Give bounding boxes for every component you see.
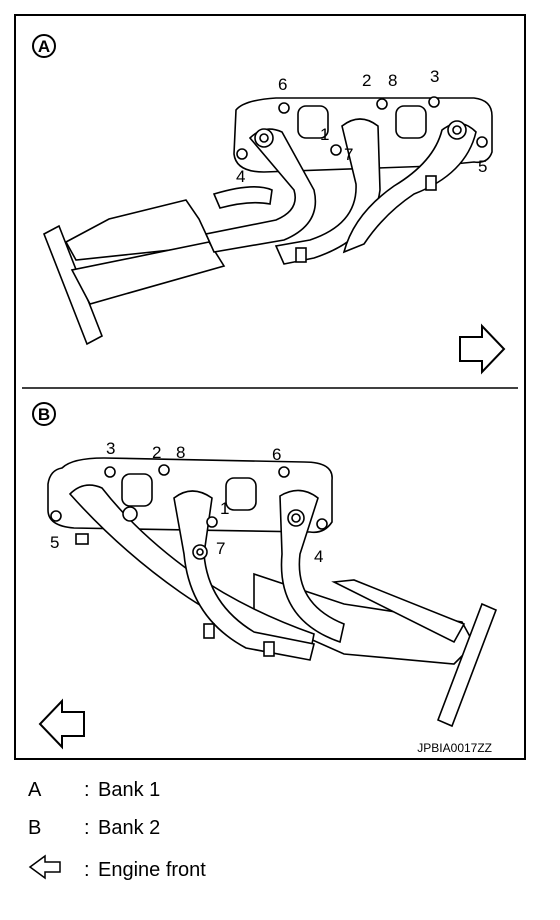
panel-b-badge-letter: B [38, 405, 50, 424]
bolt-label: 2 [362, 71, 371, 90]
panel-a-badge: A [32, 34, 56, 58]
legend: A : Bank 1 B : Bank 2 : Engine front [28, 778, 528, 892]
bolt-label: 6 [272, 445, 281, 464]
bolt-label: 7 [216, 539, 225, 558]
panel-a-outlet-flange [42, 224, 104, 346]
panel-b-runner [68, 484, 315, 656]
engine-front-arrow-left-icon [38, 698, 85, 750]
bolt-label: 3 [106, 439, 115, 458]
bolt-hole [158, 464, 170, 476]
panel-a-bolt-holes [236, 96, 488, 160]
panel-b-outlet-flange [436, 602, 498, 728]
legend-arrow [28, 854, 78, 886]
panel-b-runner [279, 489, 345, 644]
panel-a-runner [342, 122, 477, 254]
reference-code: JPBIA0017ZZ [417, 741, 492, 755]
legend-text: Bank 1 [98, 779, 161, 801]
engine-front-arrow-right-icon [459, 323, 506, 375]
panel-a-bolt-labels: 6 2 8 3 1 7 4 5 [236, 67, 487, 186]
legend-text: Bank 2 [98, 817, 161, 839]
legend-key: B [28, 817, 42, 839]
panel-a-manifold [42, 97, 493, 346]
bolt-label: 2 [152, 443, 161, 462]
bolt-label: 1 [220, 499, 229, 518]
bolt-hole [376, 98, 388, 110]
bolt-hole [476, 136, 488, 148]
legend-separator: : [84, 817, 90, 839]
bolt-label: 3 [430, 67, 439, 86]
bolt-hole [316, 518, 328, 530]
figure-frame [14, 14, 526, 760]
bolt-label: 8 [176, 443, 185, 462]
bolt-label: 6 [278, 75, 287, 94]
panel-b: B [32, 402, 498, 755]
bolt-label: 4 [314, 547, 323, 566]
panel-b-badge: B [32, 402, 56, 426]
bolt-hole [236, 148, 248, 160]
legend-text: Engine front [98, 859, 206, 881]
legend-item-bank-1: A : Bank 1 [28, 778, 528, 816]
panel-a-badge-letter: A [38, 37, 50, 56]
bolt-hole [206, 516, 218, 528]
bolt-label: 7 [344, 145, 353, 164]
panel-b-bolt-holes [50, 464, 328, 530]
legend-separator: : [84, 779, 90, 801]
bolt-hole [278, 102, 290, 114]
legend-key: A [28, 779, 42, 801]
legend-separator: : [84, 859, 90, 881]
panel-b-bolt-labels: 3 2 8 6 1 7 5 4 [50, 439, 323, 566]
legend-item-engine-front: : Engine front [28, 854, 528, 892]
arrow-outline-left-icon [28, 854, 61, 880]
bolt-label: 8 [388, 71, 397, 90]
panel-a: A [32, 34, 506, 375]
bolt-hole [428, 96, 440, 108]
bolt-hole [330, 144, 342, 156]
bolt-label: 4 [236, 167, 245, 186]
bolt-label: 5 [478, 157, 487, 176]
bolt-hole [104, 466, 116, 478]
exhaust-manifold-diagram: A [14, 14, 526, 760]
panel-b-runner [173, 490, 315, 661]
panel-a-runner [204, 128, 317, 253]
bolt-label: 1 [320, 125, 329, 144]
bolt-label: 5 [50, 533, 59, 552]
bolt-hole [50, 510, 62, 522]
panel-b-manifold [47, 457, 498, 728]
legend-item-bank-2: B : Bank 2 [28, 816, 528, 854]
bolt-hole [278, 466, 290, 478]
